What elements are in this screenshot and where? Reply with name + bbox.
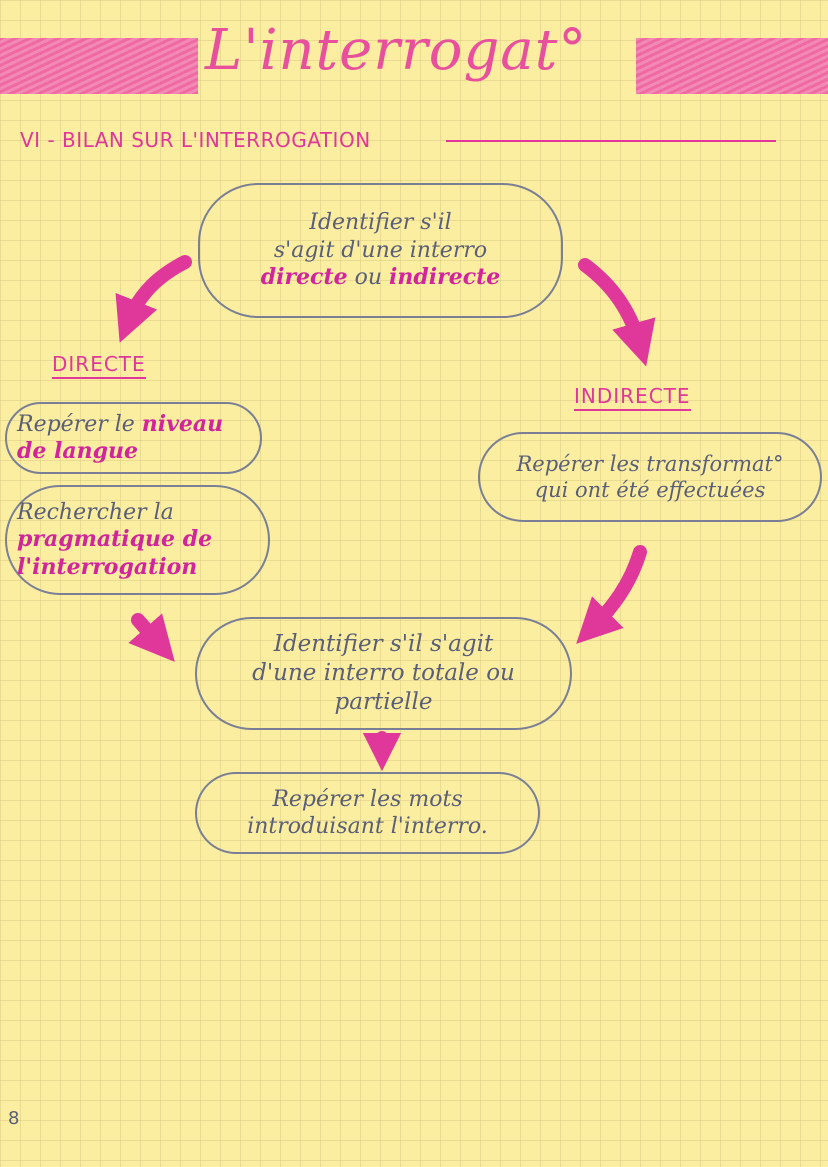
- bubble-niveau-part1: Repérer le: [17, 411, 142, 437]
- section-rule: [446, 140, 776, 142]
- bubble-identify-type: Identifier s'il s'agit d'une interro dir…: [198, 183, 563, 318]
- keyword-directe: directe: [260, 264, 348, 291]
- bubble-mots-line1: Repérer les mots: [272, 786, 463, 812]
- label-indirecte: INDIRECTE: [574, 384, 691, 411]
- bubble-niveau-langue: Repérer le niveau de langue: [5, 402, 262, 474]
- bubble-identify-line2: s'agit d'une interro: [273, 237, 488, 263]
- bubble-pragma-line1: Rechercher la: [17, 499, 174, 525]
- arrow-to-indirecte-icon: [578, 258, 656, 367]
- bubble-identify-line1: Identifier s'il: [309, 210, 452, 236]
- arrow-transform-to-totale-icon: [576, 545, 647, 644]
- page-number-mark: 8: [8, 1108, 20, 1129]
- label-directe: DIRECTE: [52, 352, 146, 379]
- bubble-totale-line2: d'une interro totale ou: [252, 660, 515, 687]
- title-band-right: [636, 38, 828, 94]
- section-heading: VI - BILAN SUR L'INTERROGATION: [20, 128, 371, 152]
- bubble-transform-line2: qui ont été effectuées: [534, 478, 766, 502]
- bubble-identify-or: ou: [347, 265, 390, 291]
- bubble-totale-line3: partielle: [334, 688, 433, 715]
- bubble-pragmatique: Rechercher la pragmatique de l'interroga…: [5, 485, 270, 595]
- keyword-indirecte: indirecte: [389, 264, 501, 291]
- bubble-transformations: Repérer les transformat° qui ont été eff…: [478, 432, 822, 522]
- bubble-mots-introduisant: Repérer les mots introduisant l'interro.: [195, 772, 540, 854]
- bubble-pragma-de: de: [175, 526, 213, 553]
- bubble-mots-line2: introduisant l'interro.: [247, 814, 488, 839]
- arrow-pragma-to-totale-icon: [128, 613, 175, 662]
- bubble-totale-partielle: Identifier s'il s'agit d'une interro tot…: [195, 617, 572, 730]
- arrow-to-directe-icon: [115, 255, 192, 343]
- bubble-transform-line1: Repérer les transformat°: [516, 451, 784, 476]
- title-band-left: [0, 38, 198, 94]
- page-title: L'interrogat°: [205, 18, 588, 83]
- keyword-de-langue: de langue: [17, 438, 139, 464]
- keyword-interrogation: l'interrogation: [17, 553, 198, 580]
- keyword-pragmatique: pragmatique: [17, 526, 176, 553]
- bubble-totale-line1: Identifier s'il s'agit: [273, 631, 494, 658]
- keyword-niveau: niveau: [141, 410, 224, 437]
